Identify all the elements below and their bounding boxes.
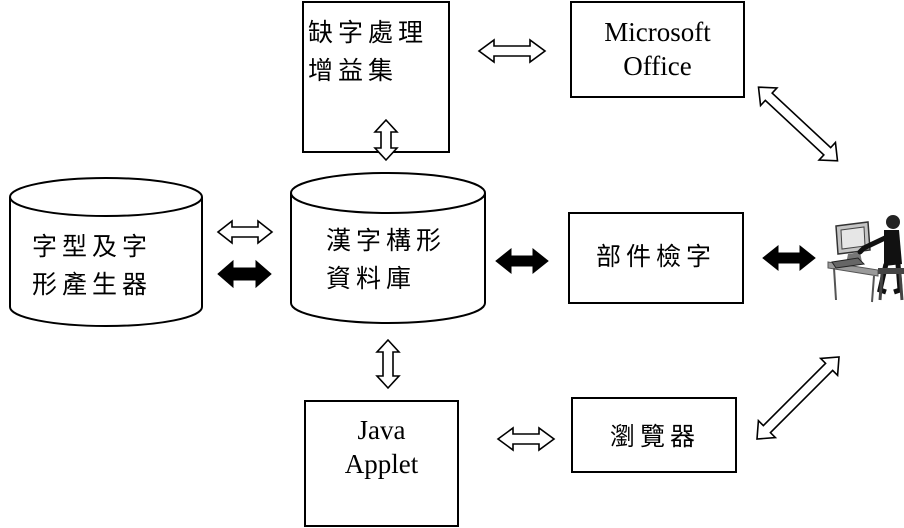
- browser-user-arrow: [756, 356, 840, 440]
- font-generator-cylinder: [9, 177, 203, 327]
- db-component-arrow: [495, 247, 549, 275]
- addin-office-arrow: [477, 38, 547, 64]
- browser-box: [571, 397, 737, 473]
- hanzi-database-cylinder: [290, 172, 486, 324]
- applet-browser-arrow: [496, 426, 556, 452]
- java-applet-label: Java Applet: [344, 415, 419, 479]
- missing-char-addin-box: [302, 1, 450, 153]
- computer-user-icon: [827, 215, 904, 303]
- db-applet-arrow: [375, 338, 401, 390]
- browser-label: 瀏覽器: [610, 422, 701, 451]
- font-generator-label: 字型及字 形產生器: [32, 232, 153, 299]
- hanzi-db-label: 漢字構形 資料庫: [326, 226, 447, 293]
- generator-db-solid-arrow: [217, 259, 272, 289]
- java-applet-box: [304, 400, 459, 527]
- component-search-box: [568, 212, 744, 304]
- component-search-label: 部件檢字: [596, 242, 717, 271]
- ms-office-label: Microsoft Office: [604, 17, 711, 81]
- missing-char-addin-label: 缺字處理 增益集: [308, 18, 429, 85]
- component-user-arrow: [762, 244, 816, 272]
- ms-office-box: [570, 1, 745, 98]
- addin-db-arrow: [373, 118, 399, 162]
- generator-db-hollow-arrow: [216, 219, 274, 245]
- office-user-arrow: [757, 86, 839, 162]
